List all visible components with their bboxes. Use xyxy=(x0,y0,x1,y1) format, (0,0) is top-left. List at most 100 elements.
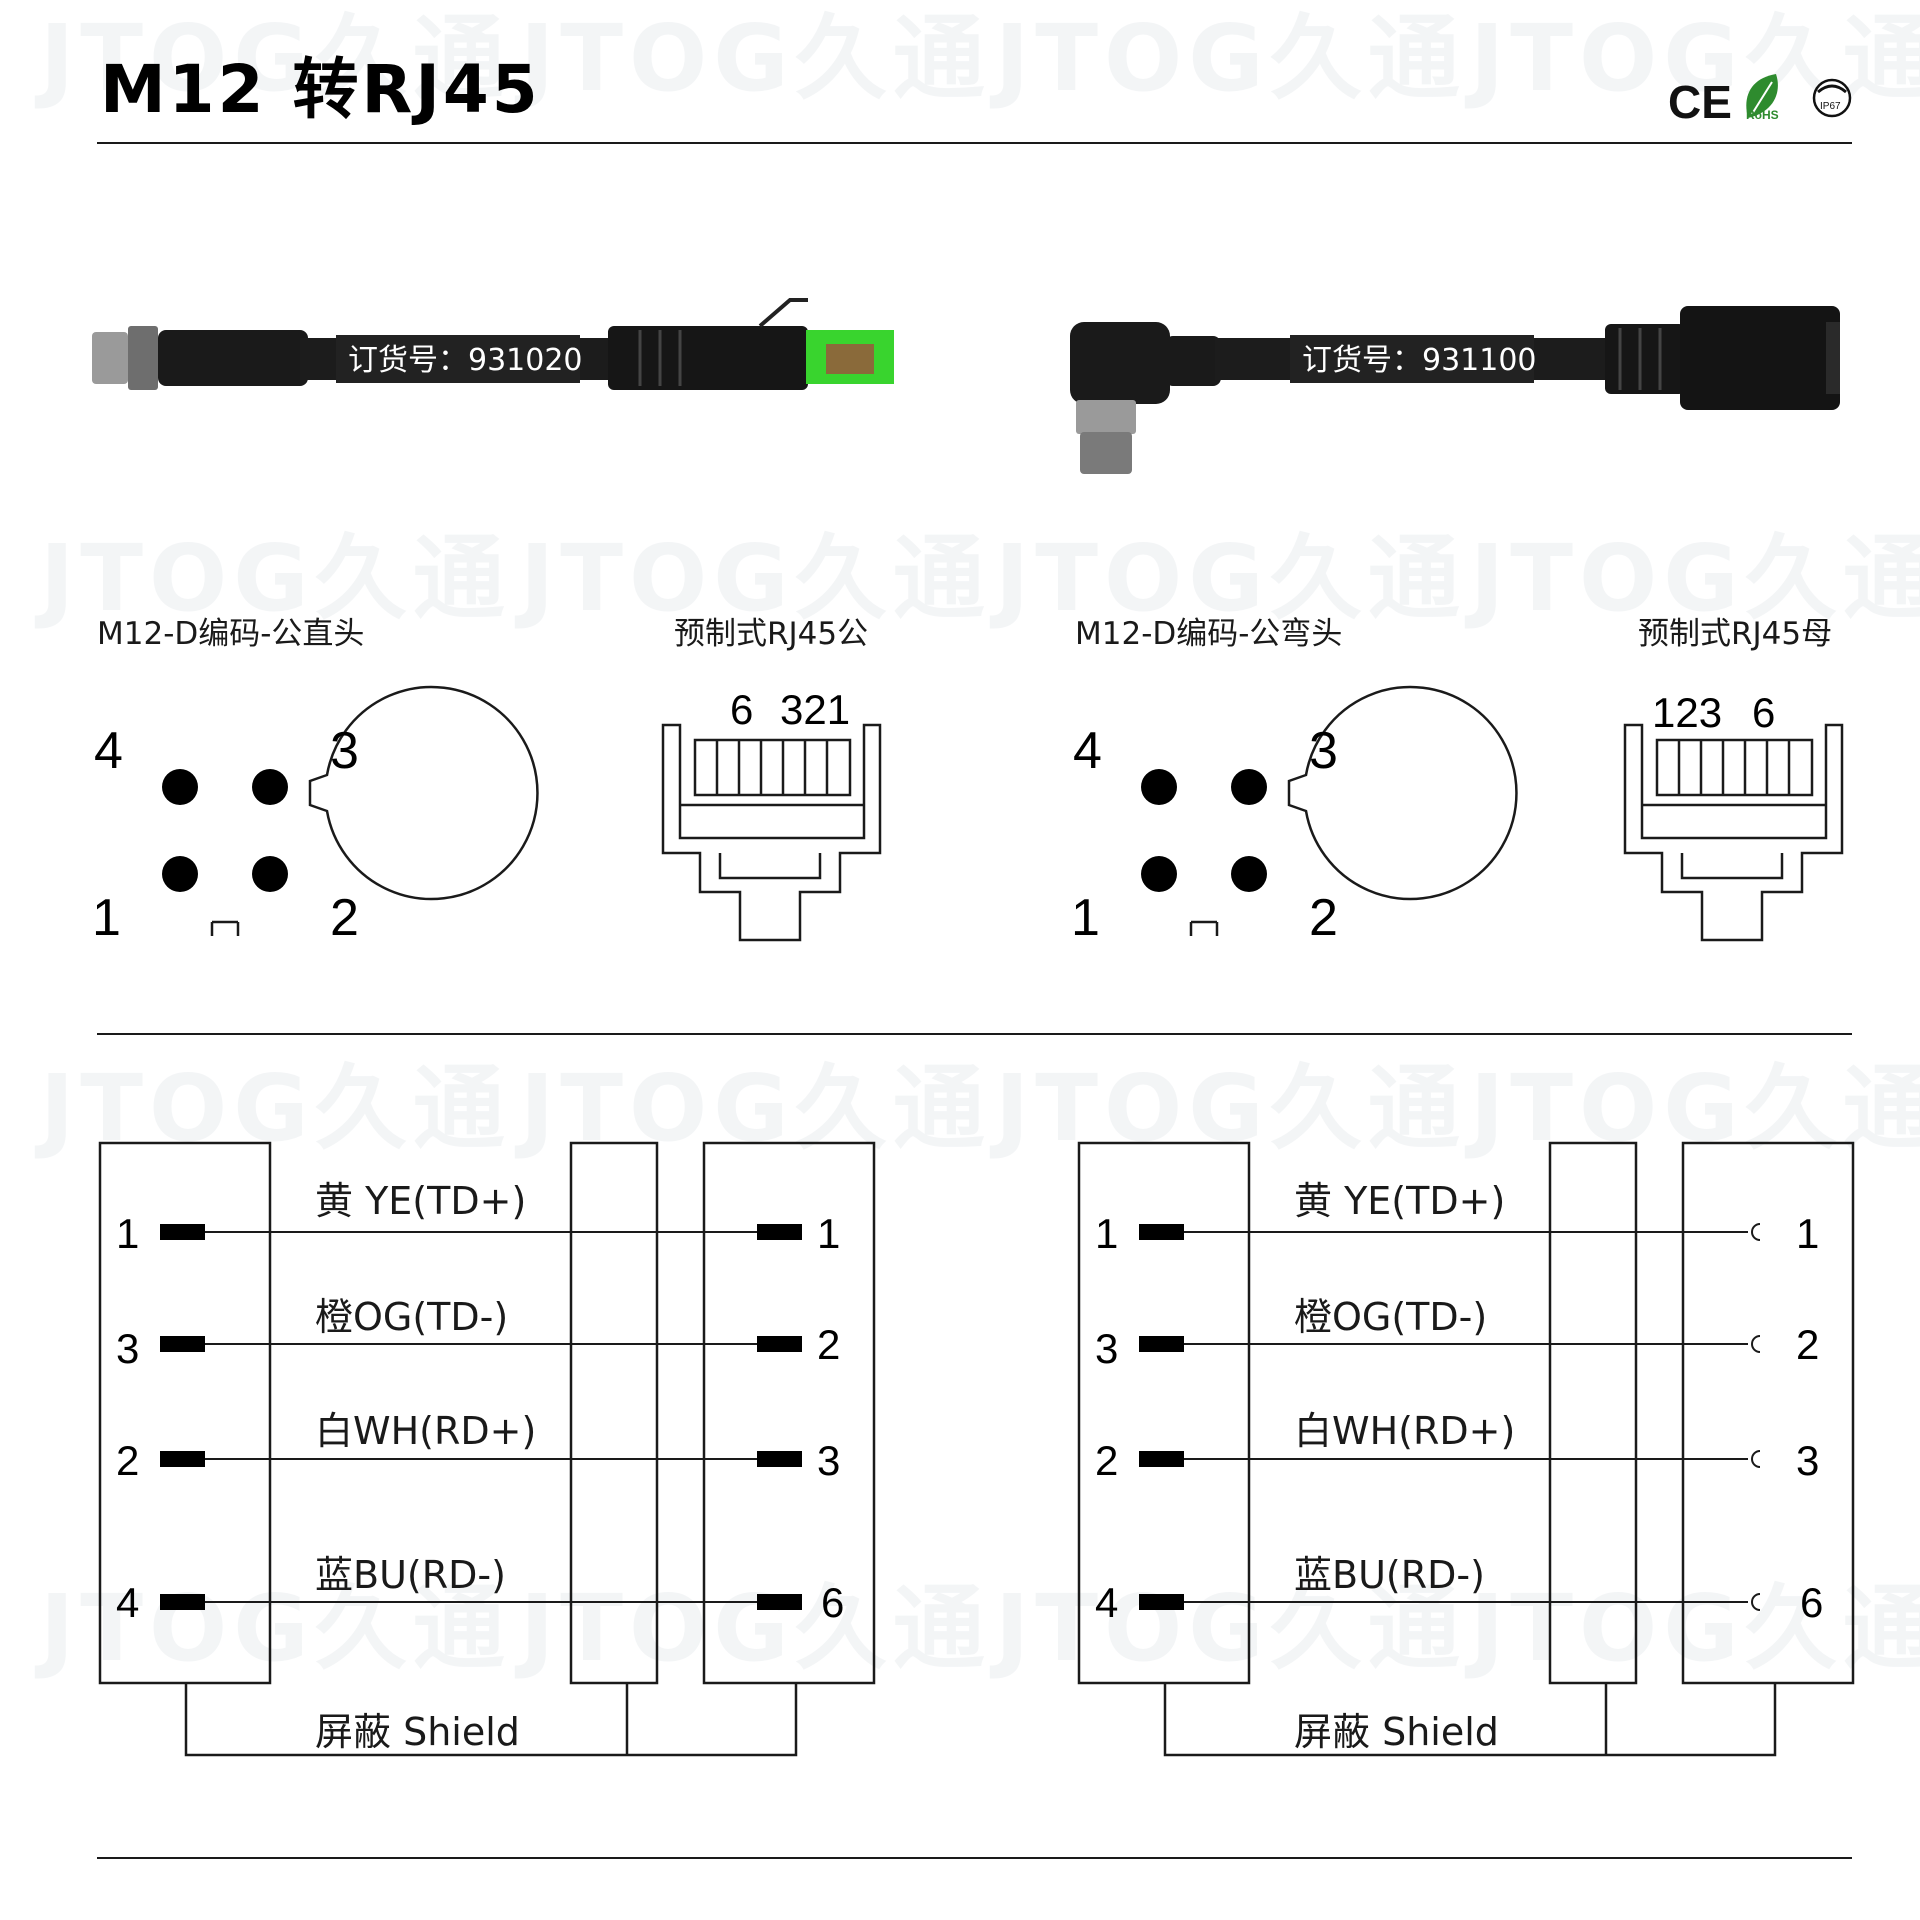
watermark: JTOG久通 xyxy=(514,1055,991,1162)
m12-pin-contact xyxy=(252,856,288,892)
shield-wire xyxy=(184,1683,798,1757)
rj45-pin-number: 1 xyxy=(1796,1210,1819,1257)
watermark: JTOG久通 xyxy=(1464,1575,1920,1682)
page-title: M12 转RJ45 xyxy=(100,51,541,128)
watermark: JTOG久通 xyxy=(34,1055,511,1162)
wire-row: 3 2 橙OG(TD-) xyxy=(116,1295,840,1372)
wire-color-label: 蓝BU(RD-) xyxy=(1294,1553,1485,1597)
product-photo-931100: 订货号：931100 xyxy=(1070,306,1840,474)
order-label-bg xyxy=(336,335,580,383)
m12-angled-housing xyxy=(1070,322,1170,404)
m12-pin-face-left: 4 3 1 2 xyxy=(92,685,539,947)
m12-pin-number: 2 xyxy=(330,889,359,947)
rj45-pin-number: 321 xyxy=(780,686,850,733)
wire-color-label: 黄 YE(TD+) xyxy=(315,1179,526,1223)
ip67-icon: IP67 xyxy=(1812,78,1852,118)
m12-pin-number: 4 xyxy=(1073,722,1102,780)
order-label-bg xyxy=(1290,335,1534,383)
m12-straight-housing xyxy=(158,330,308,386)
m12-pin-number: 2 xyxy=(1095,1437,1118,1484)
watermark: JTOG久通 xyxy=(989,1055,1466,1162)
wire-row: 1 1 黄 YE(TD+) xyxy=(1095,1179,1819,1257)
m12-pin-number: 3 xyxy=(1095,1325,1118,1372)
m12-pin-number: 3 xyxy=(330,722,359,780)
watermark: JTOG久通 xyxy=(34,5,511,112)
m12-pin-number: 1 xyxy=(1071,889,1100,947)
m12-pin-number: 1 xyxy=(116,1210,139,1257)
svg-text:RoHS: RoHS xyxy=(1746,108,1779,122)
watermark: JTOG久通 xyxy=(1464,1055,1920,1162)
rj45-plug xyxy=(826,344,874,374)
m12-pin-contact xyxy=(162,856,198,892)
wire-row: 2 3 白WH(RD+) xyxy=(116,1409,840,1484)
ce-mark-icon: CE xyxy=(1668,76,1732,128)
m12-pin-number: 4 xyxy=(1095,1579,1118,1626)
right-rj45-label: 预制式RJ45母 xyxy=(1638,616,1832,652)
watermark: JTOG久通 xyxy=(34,525,511,632)
wire-row: 2 3 白WH(RD+) xyxy=(1095,1409,1819,1484)
rj45-pin-number: 123 xyxy=(1652,689,1722,736)
rj45-pin-number: 3 xyxy=(1796,1437,1819,1484)
wire-color-label: 白WH(RD+) xyxy=(1294,1409,1515,1453)
watermark: JTOG久通 xyxy=(1464,525,1920,632)
rj45-pin-number: 6 xyxy=(1800,1579,1823,1626)
rj45-pin-number: 6 xyxy=(821,1579,844,1626)
m12-pin-number: 2 xyxy=(1309,889,1338,947)
rj45-face-left xyxy=(661,723,882,942)
order-number-label: 订货号：931100 xyxy=(1302,343,1537,378)
m12-pin-number: 1 xyxy=(1095,1210,1118,1257)
wire-color-label: 橙OG(TD-) xyxy=(1294,1295,1487,1339)
m12-pin-number: 3 xyxy=(116,1325,139,1372)
rj45-female-socket xyxy=(1680,306,1840,410)
wire-color-label: 蓝BU(RD-) xyxy=(315,1553,506,1597)
cable-block xyxy=(1548,1141,1638,1685)
rohs-leaf-icon: RoHS xyxy=(1746,74,1779,122)
wire-row: 4 6 蓝BU(RD-) xyxy=(116,1553,844,1626)
left-m12-label: M12-D编码-公直头 xyxy=(97,616,364,652)
m12-thread xyxy=(1080,432,1132,474)
m12-pin-contact xyxy=(1141,856,1177,892)
m12-pin-contact xyxy=(1231,769,1267,805)
watermark: JTOG久通 xyxy=(514,1575,991,1682)
m12-pin-face-right: 4 3 1 2 xyxy=(1071,685,1518,947)
watermark: JTOG久通 xyxy=(514,525,991,632)
svg-text:IP67: IP67 xyxy=(1820,101,1841,112)
m12-pin-contact xyxy=(1141,769,1177,805)
wire-color-label: 黄 YE(TD+) xyxy=(1294,1179,1505,1223)
cert-logos: CE RoHS IP67 xyxy=(1668,74,1852,128)
wire-color-label: 白WH(RD+) xyxy=(315,1409,536,1453)
m12-pin-contact xyxy=(162,769,198,805)
shield-label: 屏蔽 Shield xyxy=(315,1710,520,1754)
rj45-pin-number: 6 xyxy=(730,686,753,733)
m12-pin-number: 1 xyxy=(92,889,121,947)
m12-pin-number: 4 xyxy=(94,722,123,780)
order-number-label: 订货号：931020 xyxy=(348,343,583,378)
wiring-diagram-right: 1 1 黄 YE(TD+) 3 2 橙OG(TD-) 2 3 白WH(RD+) … xyxy=(1077,1141,1855,1757)
rj45-pin-number: 2 xyxy=(817,1321,840,1368)
watermark: JTOG久通 xyxy=(989,5,1466,112)
cable-block xyxy=(569,1141,659,1685)
left-rj45-label: 预制式RJ45公 xyxy=(674,616,868,652)
right-m12-label: M12-D编码-公弯头 xyxy=(1075,616,1342,652)
wiring-diagram-left: 1 1 黄 YE(TD+) 3 2 橙OG(TD-) 2 3 白WH(RD+) … xyxy=(98,1141,876,1757)
m12-pin-number: 2 xyxy=(116,1437,139,1484)
rj45-pin-number: 1 xyxy=(817,1210,840,1257)
rj45-face-right xyxy=(1623,723,1844,942)
wire-row: 3 2 橙OG(TD-) xyxy=(1095,1295,1819,1372)
rj45-terminal-block xyxy=(1681,1141,1855,1685)
m12-thread xyxy=(92,332,128,384)
rj45-pin-number: 6 xyxy=(1752,689,1775,736)
product-photo-931020: 订货号：931020 xyxy=(92,298,894,390)
watermark: JTOG久通 xyxy=(989,525,1466,632)
wire-row: 1 1 黄 YE(TD+) xyxy=(116,1179,840,1257)
rj45-terminal-block xyxy=(702,1141,876,1685)
rj45-pin-number: 2 xyxy=(1796,1321,1819,1368)
watermark: JTOG久通 xyxy=(514,5,991,112)
rj45-pin-number: 3 xyxy=(817,1437,840,1484)
m12-pin-number: 4 xyxy=(116,1579,139,1626)
m12-pin-contact xyxy=(252,769,288,805)
wire-color-label: 橙OG(TD-) xyxy=(315,1295,508,1339)
m12-pin-contact xyxy=(1231,856,1267,892)
